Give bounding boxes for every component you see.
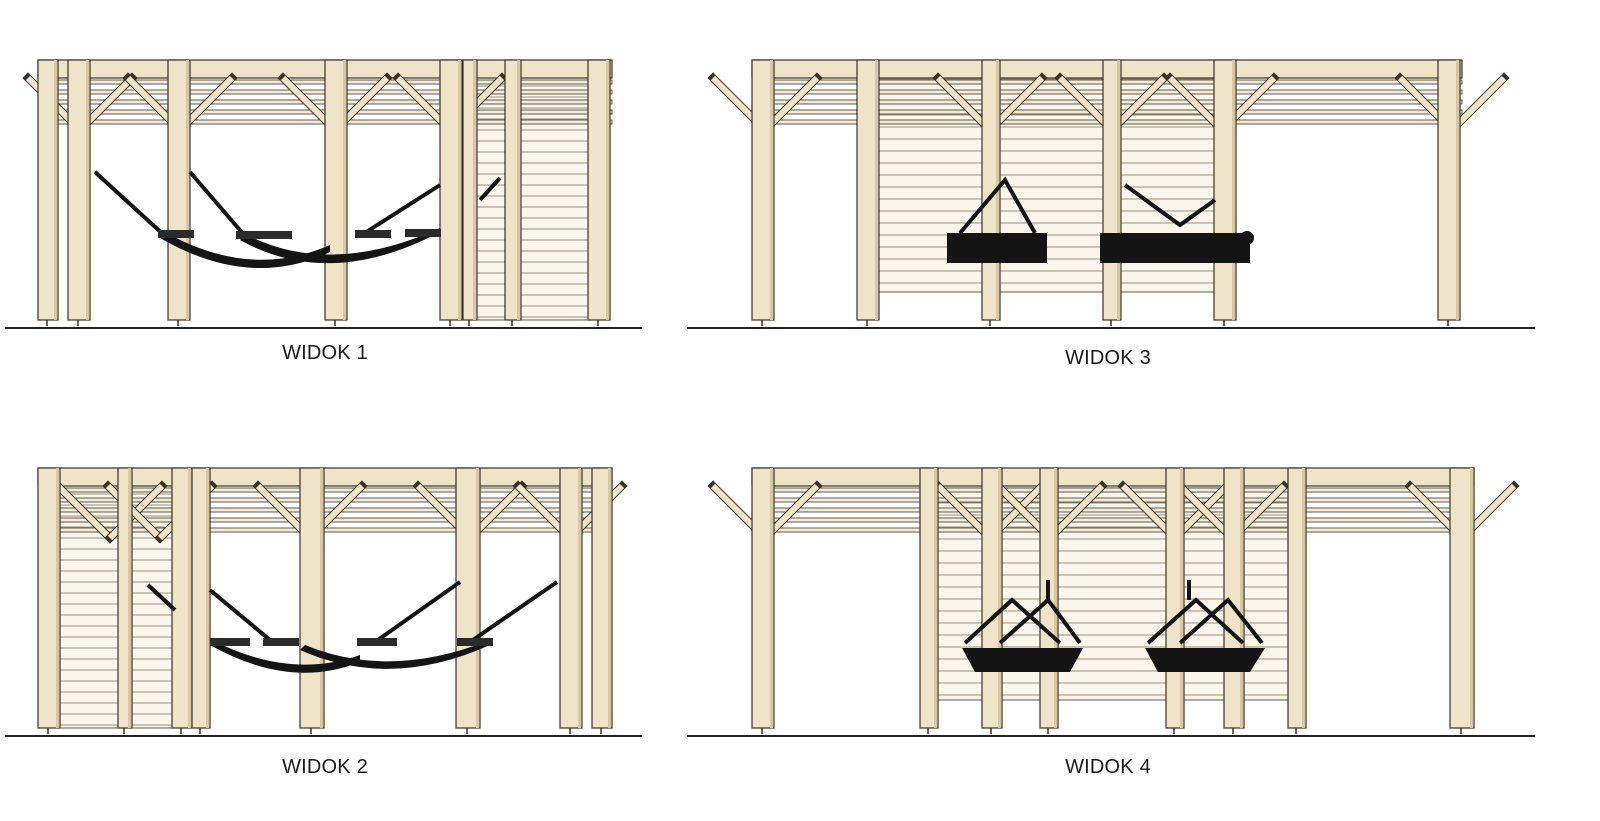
post <box>919 467 939 729</box>
hanging-seat-4 <box>1145 648 1265 672</box>
knee-brace <box>1047 483 1105 541</box>
post <box>67 59 91 321</box>
knee-brace <box>105 483 163 541</box>
knee-brace <box>935 75 993 133</box>
post <box>1287 467 1307 729</box>
hanging-seat-1 <box>947 233 1047 263</box>
roof-slat <box>751 507 1475 513</box>
view-2-frame <box>37 467 628 734</box>
post <box>751 467 775 729</box>
hammock-1 <box>160 232 330 269</box>
roof-slat <box>751 497 1475 503</box>
post <box>439 59 463 321</box>
post <box>37 59 59 321</box>
view-1-drawing <box>5 59 642 329</box>
knee-brace <box>1167 75 1225 133</box>
knee-brace <box>1449 75 1507 133</box>
post <box>37 467 61 729</box>
hammock-2 <box>240 228 440 264</box>
view-4-caption: WIDOK 4 <box>1065 756 1151 778</box>
view-4-hanging-seats <box>962 580 1265 672</box>
post <box>587 59 611 321</box>
post <box>856 59 880 321</box>
knee-brace <box>1177 483 1235 541</box>
post <box>191 467 211 729</box>
view-1-hammocks <box>93 170 502 269</box>
top-beam <box>751 467 1475 487</box>
hanging-seat-3 <box>962 648 1083 672</box>
roof-slat <box>751 487 1475 493</box>
roof-slat <box>751 517 1475 523</box>
post <box>559 467 583 729</box>
roof-slat <box>751 527 1475 533</box>
hammock-3 <box>210 640 360 673</box>
view-3-caption: WIDOK 3 <box>1065 347 1151 369</box>
view-1-caption: WIDOK 1 <box>282 342 368 364</box>
knee-brace <box>55 483 113 541</box>
view-2-drawing <box>5 467 642 737</box>
hammock-4 <box>300 640 490 669</box>
post <box>591 467 613 729</box>
post <box>1437 59 1461 321</box>
post <box>751 59 775 321</box>
hanging-seat-2 <box>1100 233 1250 263</box>
view-2-caption: WIDOK 2 <box>282 756 368 778</box>
post <box>167 59 191 321</box>
view-1-frame <box>22 59 613 326</box>
knee-brace <box>935 483 993 541</box>
view-2-hammocks <box>146 580 559 673</box>
view-3-drawing <box>687 59 1535 329</box>
view-3-hanging-seats <box>947 176 1254 263</box>
